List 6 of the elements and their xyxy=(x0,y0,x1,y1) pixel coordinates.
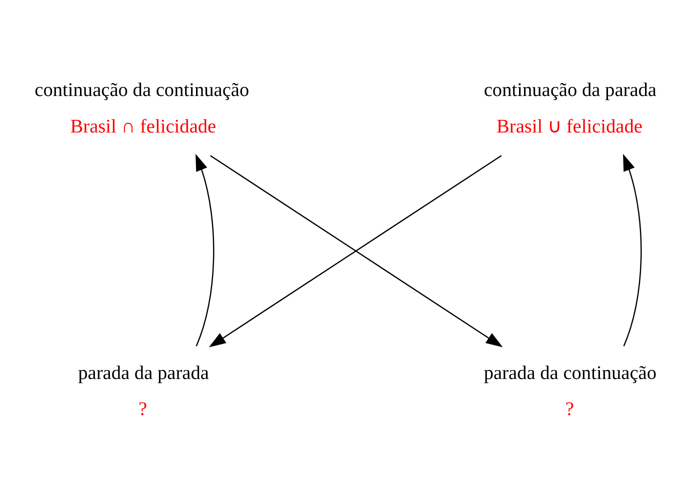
node-text: parada da continuação ? xyxy=(484,362,657,420)
node-text: continuação da parada Brasil ∪ felicidade xyxy=(484,80,657,138)
arrow xyxy=(623,154,642,346)
arrow xyxy=(196,154,214,346)
node-text: parada da parada ? xyxy=(78,362,209,420)
node-text: continuação da continuação Brasil ∩ felicidade xyxy=(34,80,250,138)
